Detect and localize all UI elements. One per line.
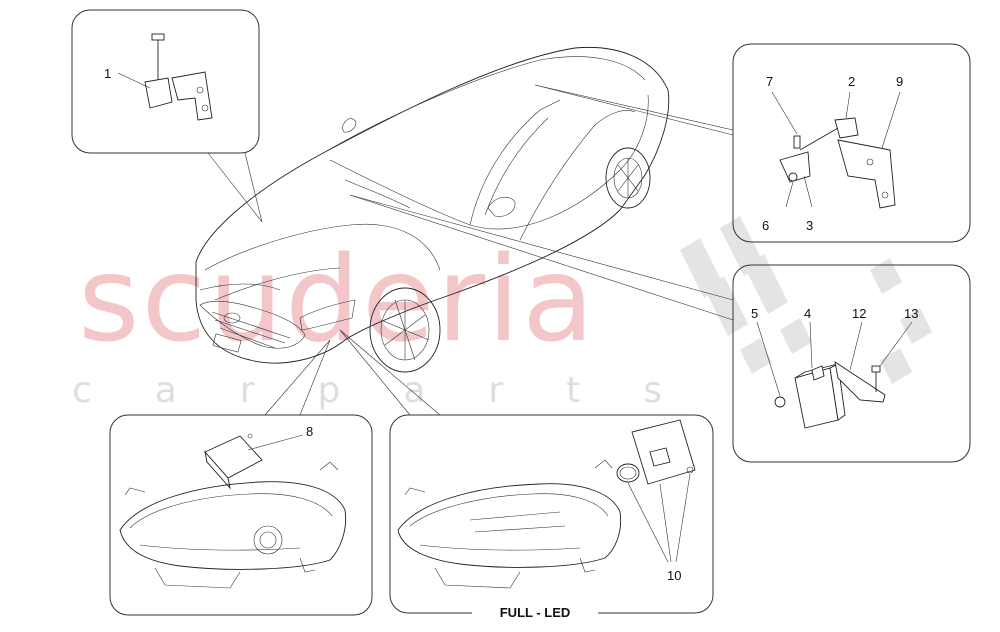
callout-12: 12 [852, 306, 866, 321]
car-illustration [195, 46, 670, 373]
detail-box-height-sensor: 1 [71, 9, 260, 154]
callout-3: 3 [806, 218, 813, 233]
detail-box-headlight-full-led: FULL - LED 10 [389, 414, 714, 622]
callout-6: 6 [762, 218, 769, 233]
watermark-tagline: c a r p a r t s [72, 370, 662, 411]
full-led-caption: FULL - LED [500, 605, 571, 620]
callout-9: 9 [896, 74, 903, 89]
callout-2: 2 [848, 74, 855, 89]
callout-4: 4 [804, 306, 811, 321]
detail-box-control-unit: 5 4 12 13 [732, 264, 971, 463]
watermark-brand: scuderia [78, 230, 596, 368]
callout-8: 8 [306, 424, 313, 439]
callout-1: 1 [104, 66, 111, 81]
detail-box-headlight-standard: 8 [109, 414, 373, 616]
callout-13: 13 [904, 306, 918, 321]
callout-5: 5 [751, 306, 758, 321]
caption-background [472, 602, 598, 622]
leader-lines [207, 84, 734, 416]
checkered-flag-icon [680, 216, 932, 384]
callout-7: 7 [766, 74, 773, 89]
detail-box-sensor-assembly: 7 2 9 6 3 [732, 43, 971, 243]
callout-10: 10 [667, 568, 681, 583]
